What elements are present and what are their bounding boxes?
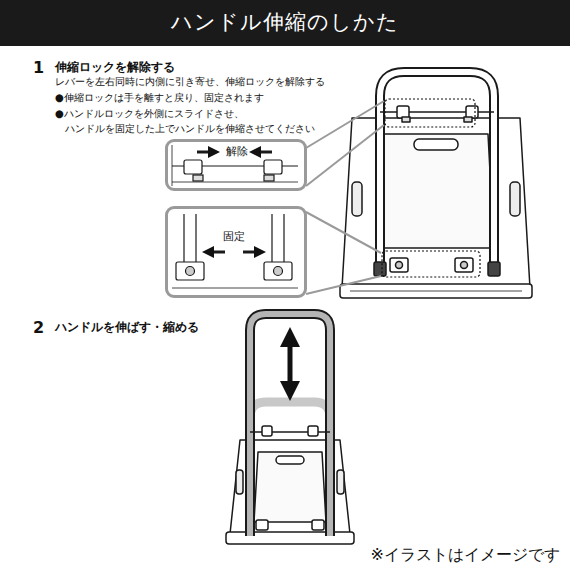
step-number: 2 bbox=[33, 318, 44, 338]
callout-label: 固定 bbox=[222, 230, 246, 243]
step-heading: ハンドルを伸ばす・縮める bbox=[55, 320, 199, 335]
page-title: ハンドル伸縮のしかた bbox=[0, 9, 570, 35]
callout-box: 解除 bbox=[165, 139, 307, 191]
leader-lines bbox=[306, 101, 384, 294]
callout-box: 固定 bbox=[165, 206, 307, 298]
cart-top-view bbox=[340, 72, 532, 298]
instruction: レバーを左右同時に内側に引き寄せ、伸縮ロックを解除する bbox=[55, 76, 325, 89]
detail-region bbox=[382, 251, 480, 277]
note: ●ハンドルロックを外側にスライドさせ、 ハンドルを固定した上でハンドルを伸縮させ… bbox=[55, 107, 365, 137]
cart-extended-view bbox=[226, 314, 354, 544]
disclaimer: ※イラストはイメージです bbox=[371, 545, 560, 565]
step-number: 1 bbox=[33, 58, 44, 78]
note: ●伸縮ロックは手を離すと戻り、固定されます bbox=[55, 92, 264, 105]
lock-detail bbox=[172, 214, 298, 288]
callout-label: 解除 bbox=[225, 145, 249, 158]
lever-detail bbox=[172, 145, 298, 186]
extend-arrow bbox=[288, 337, 293, 391]
detail-region bbox=[385, 99, 475, 127]
step-heading: 伸縮ロックを解除する bbox=[55, 60, 175, 75]
